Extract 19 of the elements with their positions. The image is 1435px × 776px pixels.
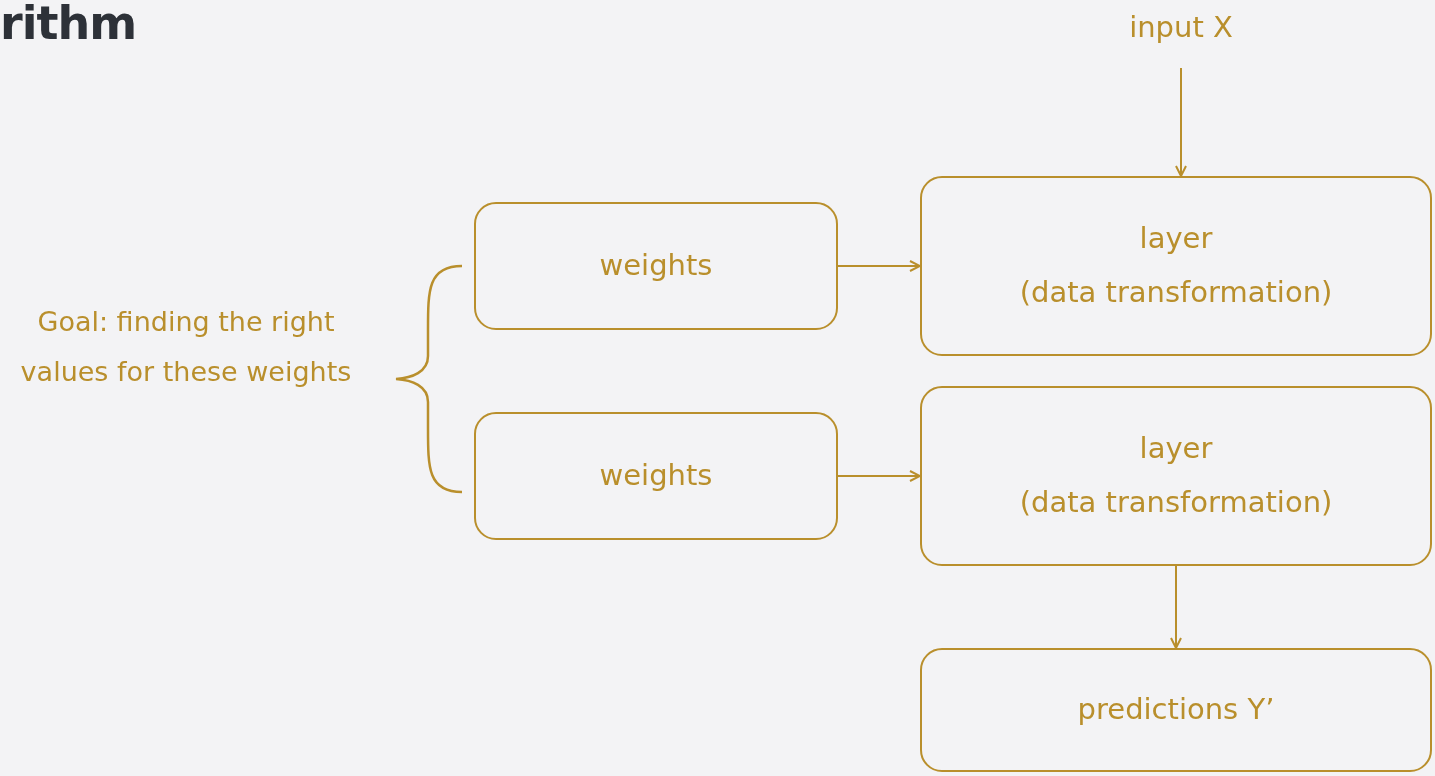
process-box: [920, 648, 1432, 772]
node-label: predictions Y’: [1077, 691, 1275, 729]
process-box: [474, 202, 838, 330]
node-label: weights: [599, 457, 713, 495]
node-label: weights: [599, 247, 713, 285]
process-box: [920, 176, 1432, 356]
node-label: (data transformation): [1019, 484, 1333, 521]
arrow: [837, 260, 921, 272]
process-box: [474, 412, 838, 540]
node-label: input X: [1129, 9, 1233, 47]
arrow: [1175, 67, 1187, 177]
node-label: layer: [1139, 430, 1213, 468]
node-label: (data transformation): [1019, 274, 1333, 311]
heading: rithm: [0, 0, 137, 46]
annotation-text: Goal: finding the right values for these weights: [19, 305, 353, 389]
process-box: [920, 386, 1432, 566]
arrow: [837, 470, 921, 482]
node-label: layer: [1139, 220, 1213, 258]
arrow: [1170, 565, 1182, 649]
